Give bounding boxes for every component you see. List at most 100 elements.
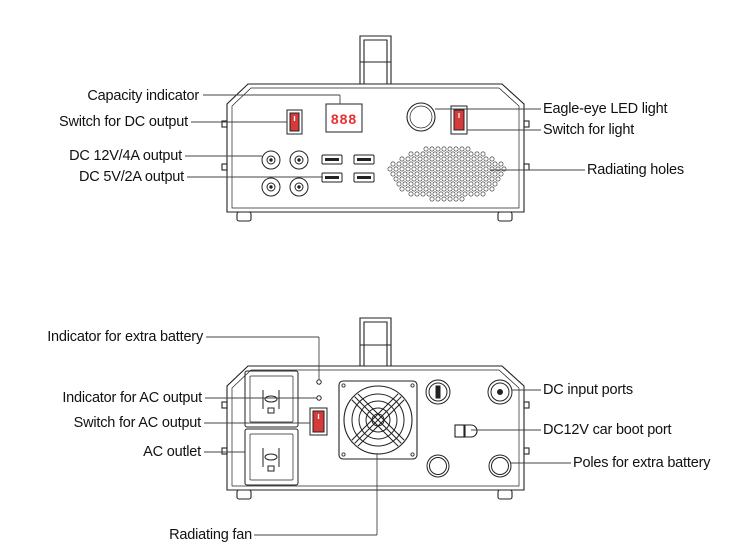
vent-hole <box>432 171 438 177</box>
vent-hole <box>408 181 414 187</box>
vent-hole <box>495 166 501 172</box>
vent-hole <box>486 161 492 167</box>
dc-12v-ports <box>261 150 309 197</box>
vent-hole <box>435 186 441 192</box>
vent-hole <box>474 181 480 187</box>
vent-hole <box>471 156 477 162</box>
vent-hole <box>429 146 435 152</box>
vent-hole <box>477 156 483 162</box>
vent-hole <box>408 191 414 197</box>
vent-hole <box>468 181 474 187</box>
label-switch-ac-output: Switch for AC output <box>73 415 202 431</box>
vent-hole <box>480 171 486 177</box>
vent-hole <box>411 156 417 162</box>
dc12v-car-boot-port <box>454 424 478 438</box>
vent-hole <box>465 146 471 152</box>
vent-hole <box>459 146 465 152</box>
vent-hole <box>411 176 417 182</box>
label-poles-extra-battery: Poles for extra battery <box>573 455 711 471</box>
vent-hole <box>462 181 468 187</box>
vent-hole <box>426 161 432 167</box>
vent-hole <box>390 161 396 167</box>
vent-hole <box>414 161 420 167</box>
vent-hole <box>402 161 408 167</box>
vent-hole <box>456 191 462 197</box>
label-dc12v-car-boot-port: DC12V car boot port <box>543 422 672 438</box>
vent-hole <box>432 161 438 167</box>
vent-hole <box>474 191 480 197</box>
capacity-display-digits: 888 <box>331 111 357 127</box>
vent-hole <box>441 146 447 152</box>
vent-hole <box>417 176 423 182</box>
vent-hole <box>495 176 501 182</box>
vent-hole <box>468 171 474 177</box>
vent-hole <box>456 171 462 177</box>
vent-hole <box>480 191 486 197</box>
label-capacity-indicator: Capacity indicator <box>87 88 199 104</box>
vent-hole <box>465 176 471 182</box>
vent-hole <box>417 166 423 172</box>
vent-hole <box>432 191 438 197</box>
eagle-eye-led <box>406 102 436 132</box>
vent-hole <box>450 181 456 187</box>
vent-hole <box>486 171 492 177</box>
vent-hole <box>435 196 441 202</box>
vent-hole <box>405 156 411 162</box>
vent-hole <box>387 166 393 172</box>
vent-hole <box>426 181 432 187</box>
vent-hole <box>453 166 459 172</box>
vent-hole <box>393 176 399 182</box>
label-eagle-eye-led: Eagle-eye LED light <box>543 101 668 117</box>
vent-hole <box>489 156 495 162</box>
vent-hole <box>462 191 468 197</box>
vent-hole <box>399 156 405 162</box>
vent-hole <box>423 176 429 182</box>
label-indicator-extra-battery: Indicator for extra battery <box>47 329 203 345</box>
vent-hole <box>477 176 483 182</box>
vent-hole <box>429 186 435 192</box>
vent-hole <box>438 151 444 157</box>
label-indicator-ac-output: Indicator for AC output <box>62 390 202 406</box>
indicators <box>316 379 322 401</box>
vent-hole <box>423 186 429 192</box>
vent-hole <box>453 146 459 152</box>
vent-hole <box>417 156 423 162</box>
vent-hole <box>456 151 462 157</box>
vent-hole <box>492 181 498 187</box>
vent-hole <box>420 161 426 167</box>
vent-hole <box>438 171 444 177</box>
vent-hole <box>477 186 483 192</box>
dc-output-switch <box>286 109 303 135</box>
vent-hole <box>447 156 453 162</box>
front-device <box>221 35 530 222</box>
vent-hole <box>453 156 459 162</box>
vent-hole <box>480 181 486 187</box>
label-dc-12v-output: DC 12V/4A output <box>69 148 182 164</box>
vent-hole <box>447 186 453 192</box>
vent-hole <box>405 186 411 192</box>
vent-hole <box>441 196 447 202</box>
vent-hole <box>429 176 435 182</box>
vent-hole <box>426 171 432 177</box>
vent-hole <box>486 181 492 187</box>
vent-hole <box>441 186 447 192</box>
vent-hole <box>489 186 495 192</box>
vent-hole <box>402 181 408 187</box>
vent-hole <box>459 196 465 202</box>
vent-hole <box>396 161 402 167</box>
label-dc-input-ports: DC input ports <box>543 382 633 398</box>
label-radiating-holes: Radiating holes <box>587 162 684 178</box>
vent-hole <box>411 166 417 172</box>
vent-hole <box>447 196 453 202</box>
vent-hole <box>432 151 438 157</box>
vent-hole <box>399 166 405 172</box>
vent-hole <box>477 166 483 172</box>
vent-hole <box>408 161 414 167</box>
vent-hole <box>423 156 429 162</box>
vent-hole <box>441 166 447 172</box>
vent-hole <box>453 196 459 202</box>
label-switch-dc-output: Switch for DC output <box>59 114 188 130</box>
vent-hole <box>441 176 447 182</box>
